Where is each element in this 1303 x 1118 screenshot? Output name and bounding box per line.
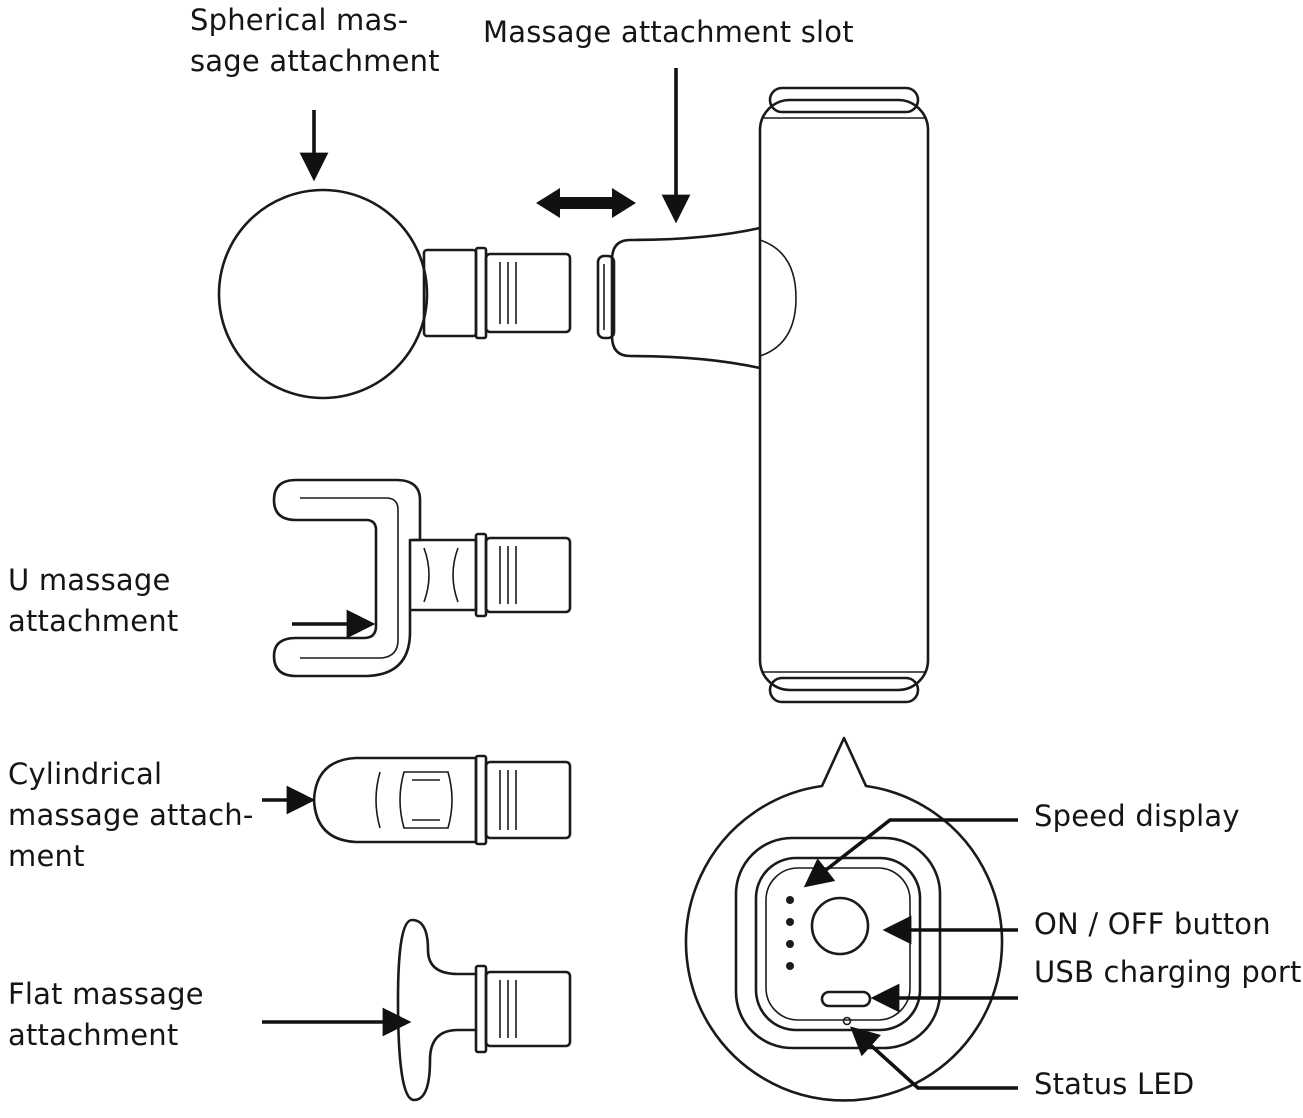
u-attachment <box>272 478 572 678</box>
insert-remove-double-arrow <box>536 188 636 218</box>
label-attachment-slot: Massage attachment slot <box>483 15 854 49</box>
label-status-led: Status LED <box>1034 1067 1195 1101</box>
label-cylindrical-attachment: Cylindrical massage attach- ment <box>8 757 254 874</box>
label-flat-attachment: Flat massage attachment <box>8 977 204 1053</box>
cylindrical-attachment <box>312 754 572 846</box>
speed-display-dots <box>786 896 794 970</box>
spherical-attachment <box>217 188 572 400</box>
label-usb-charging-port: USB charging port <box>1034 955 1302 989</box>
label-u-attachment: U massage attachment <box>8 563 179 639</box>
control-panel-detail <box>684 736 1004 1102</box>
callout-arrows <box>262 68 1018 1090</box>
flat-attachment <box>396 918 572 1102</box>
massage-gun-body <box>596 86 930 704</box>
label-speed-display: Speed display <box>1034 799 1240 833</box>
label-on-off-button: ON / OFF button <box>1034 907 1271 941</box>
label-spherical-attachment: Spherical mas- sage attachment <box>190 3 440 79</box>
